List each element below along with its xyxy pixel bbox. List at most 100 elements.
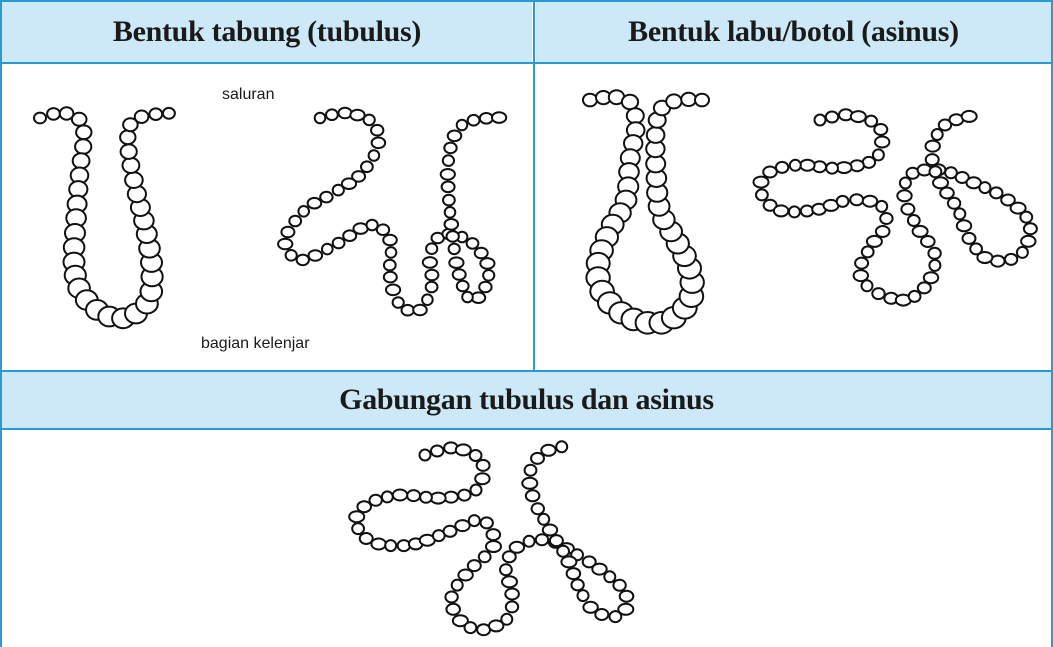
cell-bead bbox=[801, 206, 813, 217]
cell-bead bbox=[462, 292, 473, 303]
cell-bead bbox=[425, 270, 438, 281]
cell-bead bbox=[592, 564, 606, 575]
cell-bead bbox=[483, 270, 494, 281]
cell-bead bbox=[502, 576, 517, 587]
cell-bead bbox=[333, 238, 345, 249]
cell-bead bbox=[1020, 212, 1032, 223]
cell-bead bbox=[876, 226, 890, 237]
cell-bead bbox=[289, 216, 301, 227]
cell-bead bbox=[350, 110, 364, 121]
cell-bead bbox=[377, 224, 389, 235]
cell-bead bbox=[862, 280, 873, 291]
cell-bead bbox=[339, 108, 352, 119]
cell-bead bbox=[525, 465, 537, 476]
cell-bead bbox=[448, 131, 462, 142]
cell-bead bbox=[1024, 223, 1037, 234]
cell-bead bbox=[926, 141, 940, 152]
cell-bead bbox=[297, 255, 309, 266]
cell-bead bbox=[420, 450, 431, 461]
cell-bead bbox=[850, 194, 863, 205]
cell-bead bbox=[900, 178, 911, 189]
cell-bead bbox=[386, 285, 400, 296]
cell-bead bbox=[445, 219, 459, 230]
cell-bead bbox=[453, 269, 466, 280]
cell-bead bbox=[918, 282, 931, 293]
compound-tubuloalveolar-gland bbox=[349, 441, 633, 635]
cell-bead bbox=[149, 108, 162, 120]
cell-bead bbox=[471, 485, 482, 496]
cell-bead bbox=[815, 115, 826, 126]
cell-bead bbox=[536, 534, 548, 545]
cell-bead bbox=[486, 541, 501, 552]
cell-bead bbox=[73, 153, 90, 168]
cell-bead bbox=[449, 257, 463, 268]
cell-bead bbox=[163, 108, 175, 119]
cell-bead bbox=[500, 564, 512, 575]
cell-bead bbox=[326, 109, 338, 120]
cell-bead bbox=[452, 580, 463, 591]
cell-bead bbox=[531, 453, 544, 464]
cell-bead bbox=[320, 192, 332, 203]
cell-bead bbox=[449, 244, 460, 255]
cell-bead bbox=[567, 568, 581, 579]
cell-bead bbox=[933, 177, 948, 188]
cell-bead bbox=[442, 182, 455, 193]
cell-bead bbox=[384, 272, 397, 283]
cell-bead bbox=[774, 205, 788, 216]
cell-bead bbox=[125, 172, 143, 188]
cell-bead bbox=[505, 589, 519, 600]
cell-bead bbox=[578, 590, 589, 601]
cell-bead bbox=[423, 257, 437, 268]
cell-bead bbox=[371, 539, 385, 550]
cell-bead bbox=[681, 93, 696, 106]
cell-bead bbox=[443, 155, 454, 166]
cell-bead bbox=[333, 185, 344, 196]
cell-bead bbox=[790, 160, 801, 171]
cell-bead bbox=[298, 206, 309, 217]
cell-bead bbox=[308, 198, 322, 209]
cell-bead bbox=[278, 239, 292, 250]
cell-bead bbox=[361, 161, 373, 172]
cell-bead bbox=[826, 163, 838, 174]
cell-bead bbox=[426, 243, 437, 254]
cell-bead bbox=[901, 204, 914, 215]
cell-bead bbox=[315, 113, 326, 124]
cell-bead bbox=[120, 130, 135, 144]
cell-bead bbox=[875, 137, 889, 148]
cell-bead bbox=[954, 208, 965, 219]
cell-bead bbox=[850, 160, 864, 171]
cell-bead bbox=[422, 294, 433, 305]
cell-bead bbox=[862, 246, 874, 257]
cell-bead bbox=[501, 614, 512, 625]
cell-bead bbox=[863, 196, 877, 207]
cell-bead bbox=[627, 108, 644, 123]
cell-bead bbox=[908, 215, 920, 226]
cell-bead bbox=[613, 580, 625, 591]
cell-bead bbox=[309, 250, 323, 261]
cell-bead bbox=[867, 236, 882, 247]
cell-bead bbox=[826, 112, 838, 123]
cell-bead bbox=[583, 602, 597, 613]
cell-bead bbox=[970, 243, 982, 254]
cell-bead bbox=[874, 124, 887, 135]
cell-bead bbox=[413, 305, 427, 316]
cell-bead bbox=[487, 529, 501, 540]
cell-bead bbox=[384, 260, 396, 271]
cell-bead bbox=[122, 158, 139, 173]
cell-bead bbox=[465, 622, 477, 633]
cell-bead bbox=[622, 95, 638, 110]
cell-bead bbox=[420, 492, 432, 503]
cell-bead bbox=[467, 238, 479, 249]
cell-bead bbox=[620, 591, 634, 602]
cell-bead bbox=[468, 115, 480, 126]
cell-bead bbox=[372, 138, 386, 149]
cell-bead bbox=[800, 160, 814, 171]
cell-bead bbox=[447, 231, 459, 242]
cell-bead bbox=[789, 206, 800, 217]
cell-bead bbox=[480, 258, 494, 269]
cell-bead bbox=[479, 551, 491, 562]
cell-bead bbox=[457, 120, 468, 131]
cell-bead bbox=[851, 111, 866, 122]
cell-bead bbox=[930, 166, 942, 177]
